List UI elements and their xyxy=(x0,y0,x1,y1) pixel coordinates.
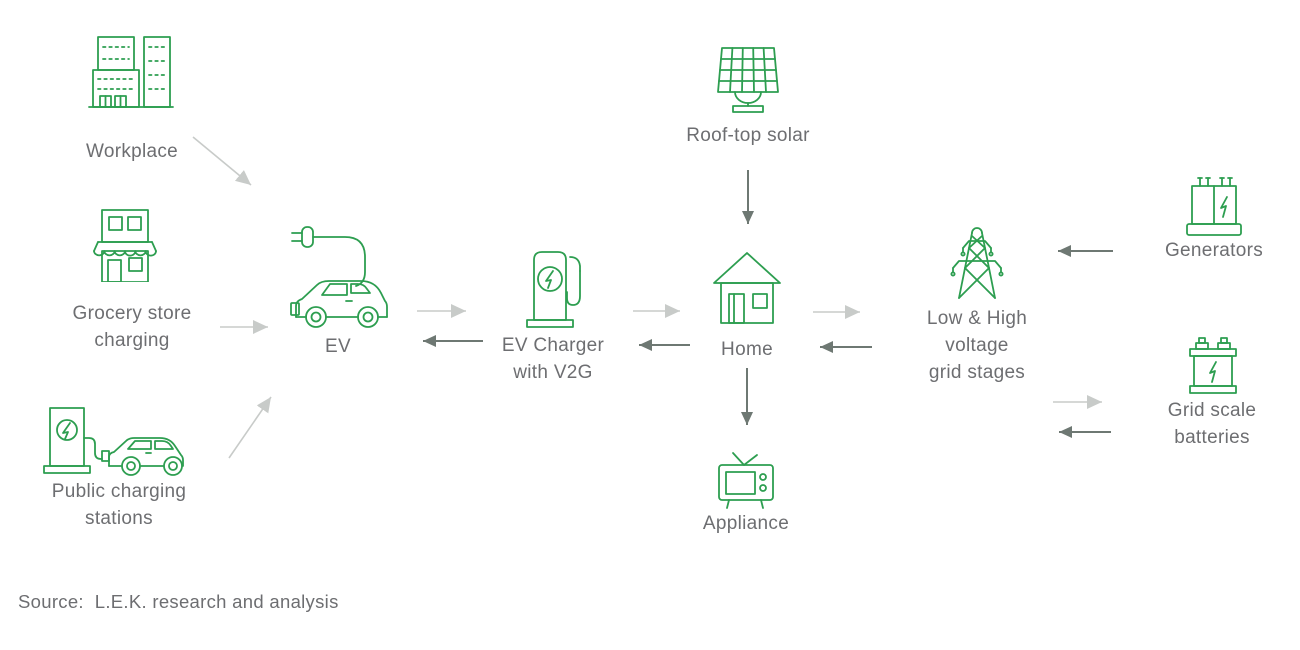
grocery-store-label: Grocery store charging xyxy=(72,303,192,351)
tv-icon xyxy=(714,450,778,510)
home-label: Home xyxy=(721,339,773,360)
battery-icon xyxy=(1184,336,1242,398)
source-attribution: Source: L.E.K. research and analysis xyxy=(18,591,339,612)
house-icon xyxy=(711,250,783,328)
store-icon xyxy=(88,208,162,282)
ev-label: EV xyxy=(325,336,351,357)
charging-station-icon xyxy=(520,248,590,330)
ev-car-plug-icon xyxy=(288,212,393,332)
grid-stages-label: Low & High voltage grid stages xyxy=(926,308,1028,383)
workplace-label: Workplace xyxy=(85,141,179,162)
public-charging-label: Public charging stations xyxy=(51,481,187,529)
office-buildings-icon xyxy=(84,35,176,110)
generators-label: Generators xyxy=(1164,240,1264,261)
charger-and-car-icon xyxy=(38,404,203,482)
ev-charger-label: EV Charger with V2G xyxy=(501,335,605,383)
appliance-label: Appliance xyxy=(702,513,790,534)
transformer-icon xyxy=(1184,170,1244,240)
transmission-tower-icon xyxy=(941,222,1013,302)
solar-panel-icon xyxy=(712,45,784,117)
arrow-public-charging-to-ev xyxy=(228,396,272,459)
rooftop-solar-label: Roof-top solar xyxy=(686,125,810,146)
arrow-workplace-to-ev xyxy=(192,136,252,186)
grid-batteries-label: Grid scale batteries xyxy=(1167,400,1257,448)
